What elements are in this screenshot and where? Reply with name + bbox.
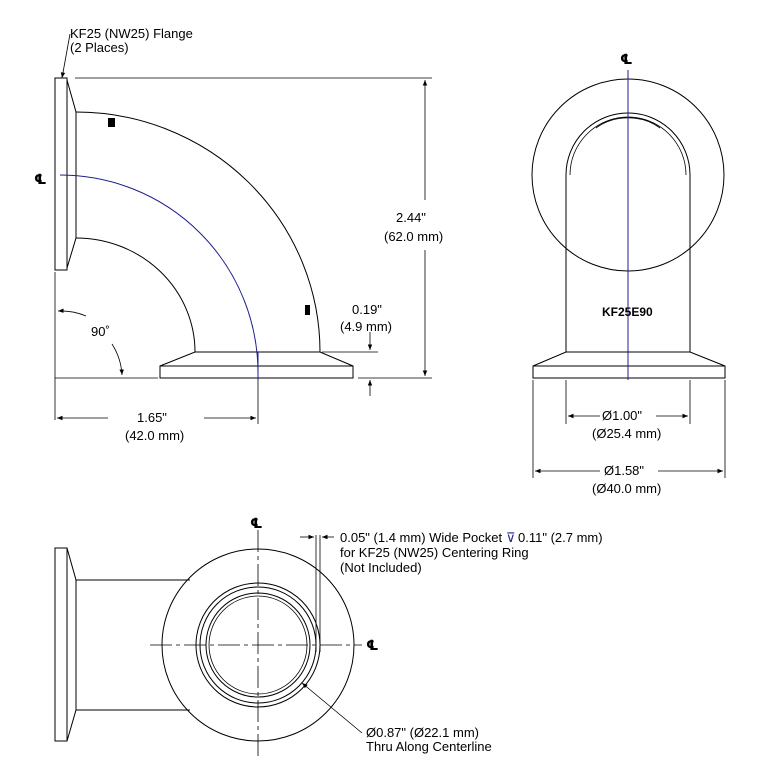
- side-bottom-flange-taper: [159, 351, 354, 367]
- width-in: 1.65": [137, 410, 167, 425]
- side-centerline-arc: [59, 174, 259, 374]
- pocket-depth: 0.11" (2.7 mm): [518, 530, 603, 545]
- side-elbow-inner: [75, 237, 196, 353]
- tube-dia-in: Ø1.00": [602, 408, 642, 423]
- height-in: 2.44": [396, 210, 426, 225]
- flange-label-line1: KF25 (NW25) Flange: [70, 26, 193, 41]
- tube-dia-mm: (Ø25.4 mm): [592, 426, 661, 441]
- side-marking-top: [108, 118, 115, 127]
- flange-leader: [60, 33, 71, 79]
- bore-note: Thru Along Centerline: [366, 739, 492, 754]
- flange-label-line2: (2 Places): [70, 40, 129, 55]
- top-left-flange-face: [54, 547, 68, 742]
- pocket-line3: (Not Included): [340, 560, 422, 575]
- flange-dia-mm: (Ø40.0 mm): [592, 481, 661, 496]
- pocket-line2: for KF25 (NW25) Centering Ring: [340, 545, 529, 560]
- angle-arc-upper: [57, 308, 87, 317]
- front-part-marking: KF25E90: [602, 305, 653, 319]
- side-marking-right: [305, 305, 310, 315]
- thick-in: 0.19": [352, 302, 382, 317]
- width-mm: (42.0 mm): [125, 428, 184, 443]
- bore-diameter: Ø0.87" (Ø22.1 mm): [366, 725, 479, 740]
- flange-dia-in: Ø1.58": [604, 463, 644, 478]
- top-centerline-symbol-horizontal: ℄: [366, 638, 379, 654]
- front-flange-taper: [532, 351, 726, 367]
- side-left-flange-face: [54, 77, 68, 271]
- bore-leader: [301, 682, 363, 734]
- side-view: ℄ KF25 (NW25) Flange (2 Places) 2.44" (6…: [34, 26, 443, 443]
- pocket-line1: 0.05" (1.4 mm) Wide Pocket: [340, 530, 503, 545]
- angle-arc-lower: [111, 343, 124, 376]
- front-flange-face: [532, 365, 726, 379]
- top-view: ℄ ℄ 0.05" (1.4 mm) Wide Pocket ⊽ 0.11" (…: [54, 516, 603, 760]
- front-view: ℄ KF25E90 Ø1.00" (Ø25.4 mm) Ø1.58" (Ø40.…: [531, 52, 726, 496]
- thick-mm: (4.9 mm): [340, 319, 392, 334]
- side-elbow-outer: [75, 111, 321, 353]
- side-centerline-symbol: ℄: [34, 172, 47, 188]
- side-bottom-flange-face: [159, 365, 354, 379]
- front-centerline-symbol: ℄: [620, 52, 633, 68]
- pocket-depth-symbol: ⊽: [506, 530, 516, 545]
- top-centerline-symbol-vertical: ℄: [250, 516, 263, 532]
- top-left-flange-taper: [66, 547, 77, 742]
- angle-label: 90˚: [91, 324, 110, 339]
- side-left-flange-taper: [66, 79, 77, 269]
- height-mm: (62.0 mm): [384, 229, 443, 244]
